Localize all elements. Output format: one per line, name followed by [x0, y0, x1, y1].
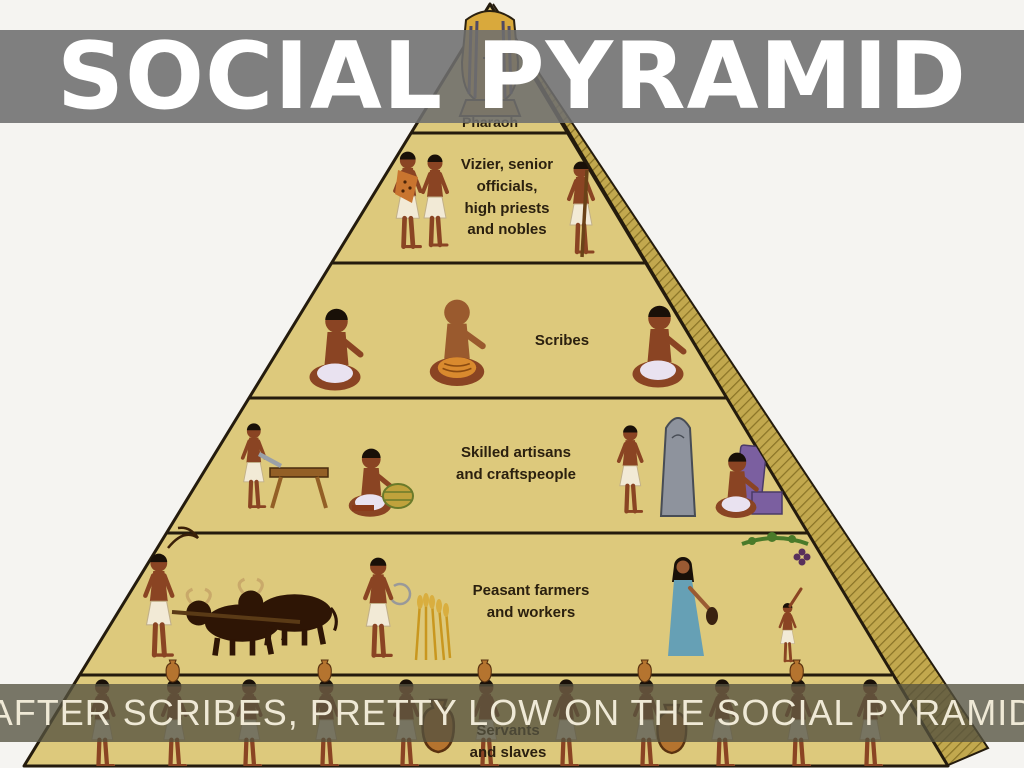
level-label-peasants: Peasant farmers and workers	[472, 582, 590, 621]
vizier-figures	[395, 152, 593, 258]
level-label-artisans: Skilled artisans and craftspeople	[455, 444, 577, 483]
level-label-vizier: Vizier, senior officials, high priests a…	[460, 156, 554, 239]
grape-vine	[741, 532, 811, 566]
scribe-figures	[310, 299, 684, 391]
bald-scribe-figure	[429, 299, 486, 386]
farmer-figures	[145, 526, 811, 663]
slide-title: SOCIAL PYRAMID	[57, 22, 967, 130]
peasant-woman-figure	[668, 557, 718, 656]
artisan-figures	[243, 417, 783, 518]
title-banner: SOCIAL PYRAMID	[0, 30, 1024, 123]
wheat-sheaf	[414, 593, 452, 661]
pyramid-front-face	[22, 2, 950, 768]
slide-caption: AFTER SCRIBES, PRETTY LOW ON THE SOCIAL …	[0, 692, 1024, 733]
caption-banner: AFTER SCRIBES, PRETTY LOW ON THE SOCIAL …	[0, 684, 1024, 742]
level-label-scribes: Scribes	[534, 332, 590, 349]
